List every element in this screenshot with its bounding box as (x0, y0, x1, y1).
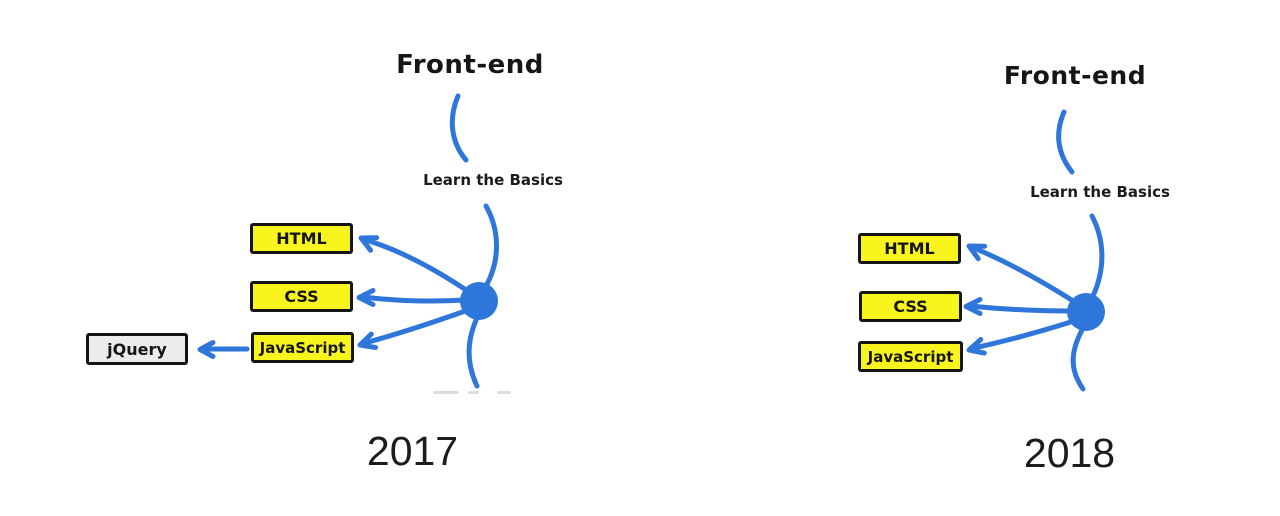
front-end-title-2017: Front-end (396, 50, 544, 80)
arrow-shaft-javascript-2017 (362, 307, 471, 346)
arrow-head-css-2018 (963, 297, 983, 316)
spine-curve-top-2018 (1056, 109, 1075, 175)
arrow-shaft-css-2018 (968, 303, 1075, 314)
topic-box-css-2017-label: CSS (284, 287, 319, 306)
topic-box-javascript-2017: JavaScript (251, 332, 354, 363)
front-end-title-2018: Front-end (1003, 61, 1147, 90)
topic-box-javascript-2018: JavaScript (858, 341, 963, 372)
cropped-text-artifact (433, 391, 459, 394)
arrow-head-html-2017 (358, 235, 380, 253)
topic-box-css-2018-label: CSS (893, 297, 928, 316)
spine-curve-top-2017 (449, 93, 469, 163)
cropped-text-artifact (468, 391, 479, 394)
year-label-2017: 2017 (366, 428, 459, 474)
arrow-shaft-html-2017 (363, 237, 475, 297)
arrow-shaft-css-2017 (361, 294, 468, 304)
topic-box-javascript-2018-label: JavaScript (867, 347, 954, 366)
topic-box-jquery-2017-label: jQuery (107, 339, 167, 359)
arrow-head-html-2018 (966, 243, 988, 262)
hub-node-2018 (1067, 293, 1105, 331)
hub-node-2017 (460, 282, 498, 320)
learn-basics-label-2017: Learn the Basics (423, 171, 563, 189)
arrow-head-javascript-2017 (357, 331, 378, 350)
topic-box-html-2017-label: HTML (276, 229, 327, 248)
spine-curve-mid-2018 (1089, 213, 1105, 299)
topic-box-html-2018-label: HTML (884, 239, 935, 258)
arrow-shaft-html-2018 (971, 245, 1081, 307)
arrow-shaft-javascript-2018 (971, 318, 1077, 351)
topic-box-html-2018: HTML (858, 233, 961, 264)
arrow-head-css-2017 (356, 288, 376, 307)
spine-curve-bottom-2017 (466, 315, 480, 389)
spine-curve-bottom-2018 (1070, 327, 1086, 392)
cropped-text-artifact (497, 391, 511, 394)
arrow-head-jquery-2017 (197, 340, 216, 359)
topic-box-css-2018: CSS (859, 291, 962, 322)
topic-box-css-2017: CSS (250, 281, 353, 312)
spine-curve-mid-2017 (483, 203, 499, 289)
learn-basics-label-2018: Learn the Basics (1030, 183, 1170, 201)
topic-box-javascript-2017-label: JavaScript (259, 338, 346, 357)
year-label-2018: 2018 (1023, 430, 1116, 476)
arrow-head-javascript-2018 (966, 337, 987, 356)
topic-box-jquery-2017: jQuery (86, 333, 188, 365)
topic-box-html-2017: HTML (250, 223, 353, 254)
